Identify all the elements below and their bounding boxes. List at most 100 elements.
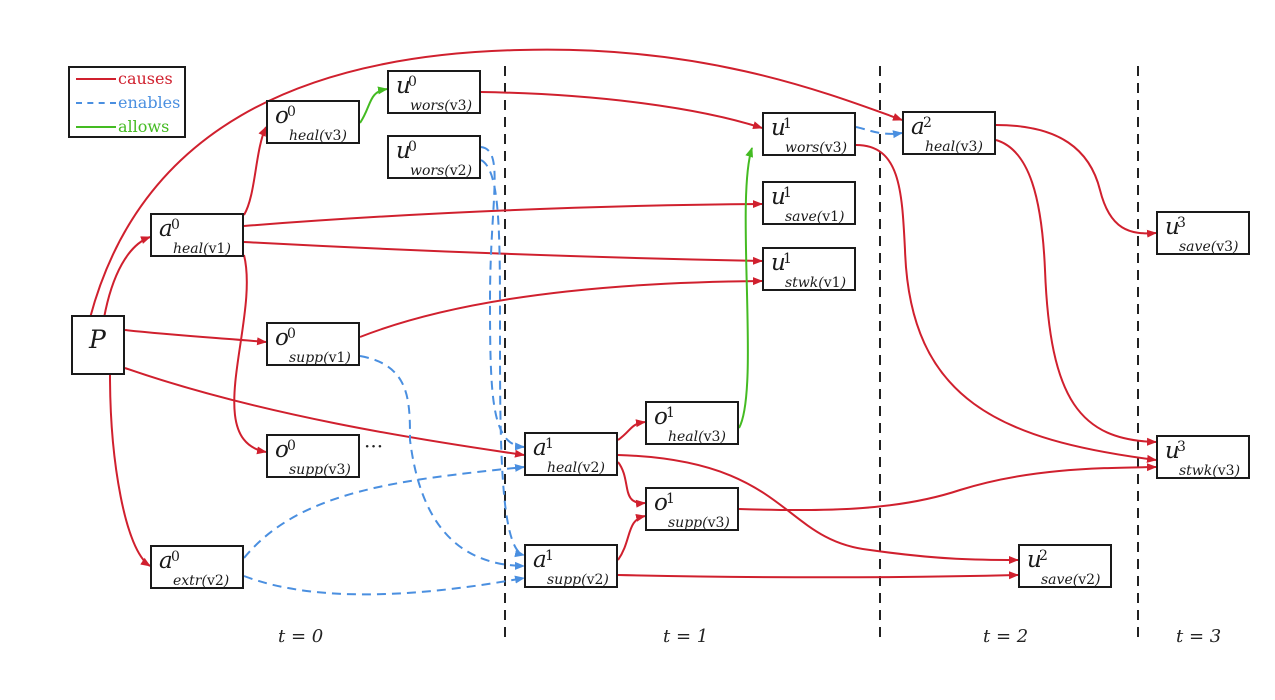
node-action: supp (547, 572, 582, 588)
legend-label: enables (118, 93, 181, 112)
node-time-index: 1 (666, 405, 675, 421)
node-variable: v2 (582, 460, 600, 476)
node-time-index: 1 (545, 548, 554, 564)
node-symbol: u (1165, 214, 1180, 240)
node-action: heal (925, 139, 956, 155)
node-variable: v3 (824, 140, 842, 156)
edge-causes-a-supp-v2-1-to-o-supp-v3-1 (617, 513, 646, 561)
node-variable: v1 (822, 209, 840, 225)
node-symbol: o (654, 404, 668, 430)
node-symbol: a (533, 547, 547, 573)
node-variable: v1 (208, 241, 226, 257)
edge-causes-P-to-a-heal-v3-2 (89, 48, 903, 319)
causes-line-swatch (76, 78, 116, 80)
node-symbol: a (533, 435, 547, 461)
node-time-index: 1 (545, 436, 554, 452)
edge-enables-u-wors-v3-1-to-a-heal-v3-2 (855, 126, 903, 139)
node-symbol: o (275, 325, 289, 351)
node-action: extr (173, 573, 202, 589)
node-action: heal (547, 460, 578, 476)
edge-causes-a-heal-v2-1-to-o-heal-v3-1 (617, 419, 646, 441)
legend-item-allows: allows (70, 117, 184, 137)
node-time-index: 3 (1177, 439, 1186, 455)
edge-causes-u-wors-v3-1-to-u-stwk-v3-3 (855, 144, 1157, 463)
node-variable: v2 (1078, 572, 1096, 588)
legend-item-enables: enables (70, 93, 184, 113)
node-variable: v3 (1216, 239, 1234, 255)
node-action: save (1041, 572, 1073, 588)
node-time-index: 0 (408, 139, 417, 155)
node-action: supp (289, 350, 324, 366)
node-action: heal (668, 429, 699, 445)
node-symbol: u (771, 184, 786, 210)
node-time-index: 2 (923, 115, 932, 131)
node-action: supp (668, 515, 703, 531)
node-time-index: 1 (783, 185, 792, 201)
time-label-t2: t = 2 (983, 626, 1029, 647)
edge-causes-o-supp-v3-1-to-u-stwk-v3-3 (738, 463, 1157, 512)
edge-causes-a-heal-v3-2-to-u-stwk-v3-3 (995, 139, 1157, 446)
edge-enables-a-extr-v2-0-to-a-heal-v2-1 (243, 463, 525, 559)
node-action: save (1179, 239, 1211, 255)
node-action: stwk (1179, 463, 1213, 479)
node-symbol: u (771, 115, 786, 141)
node-symbol: o (275, 437, 289, 463)
node-variable: v3 (707, 515, 725, 531)
edge-causes-o-supp-v1-0-to-u-stwk-v1-1 (359, 277, 763, 338)
node-variable: v1 (823, 275, 841, 291)
node-symbol: a (159, 216, 173, 242)
node-time-index: 0 (171, 549, 180, 565)
legend-item-causes: causes (70, 69, 184, 89)
node-action: wors (410, 98, 445, 114)
edge-causes-P-to-a-heal-v2-1 (124, 367, 525, 458)
node-action: wors (410, 163, 445, 179)
node-action: heal (289, 128, 320, 144)
node-variable: v3 (449, 98, 467, 114)
node-time-index: 0 (171, 217, 180, 233)
node-action: save (785, 209, 817, 225)
edge-causes-a-heal-v3-2-to-u-save-v3-3 (995, 124, 1157, 238)
node-variable: v2 (206, 573, 224, 589)
edge-causes-a-heal-v1-0-to-o-supp-v3-0 (233, 254, 267, 455)
node-time-index: 1 (666, 491, 675, 507)
node-action: heal (173, 241, 204, 257)
edge-causes-P-to-a-extr-v2-0 (109, 374, 151, 567)
edge-causes-u-wors-v3-0-to-u-wors-v3-1 (480, 91, 763, 130)
edge-causes-a-heal-v1-0-to-u-stwk-v1-1 (243, 241, 763, 265)
node-symbol: u (396, 73, 411, 99)
node-symbol: u (1027, 547, 1042, 573)
node-variable: v3 (328, 462, 346, 478)
node-variable: v3 (703, 429, 721, 445)
node-time-index: 0 (287, 438, 296, 454)
node-variable: v2 (449, 163, 467, 179)
edge-causes-a-heal-v2-1-to-u-save-v2-2 (617, 454, 1019, 564)
node-variable: v1 (328, 350, 346, 366)
time-label-t3: t = 3 (1176, 626, 1222, 647)
edge-enables-a-extr-v2-0-to-a-supp-v2-1 (243, 575, 525, 596)
node-symbol: u (1165, 438, 1180, 464)
node-symbol: u (771, 250, 786, 276)
node-P: P (71, 315, 125, 375)
node-symbol: o (275, 103, 289, 129)
edge-enables-o-supp-v1-0-to-a-supp-v2-1 (359, 355, 525, 570)
